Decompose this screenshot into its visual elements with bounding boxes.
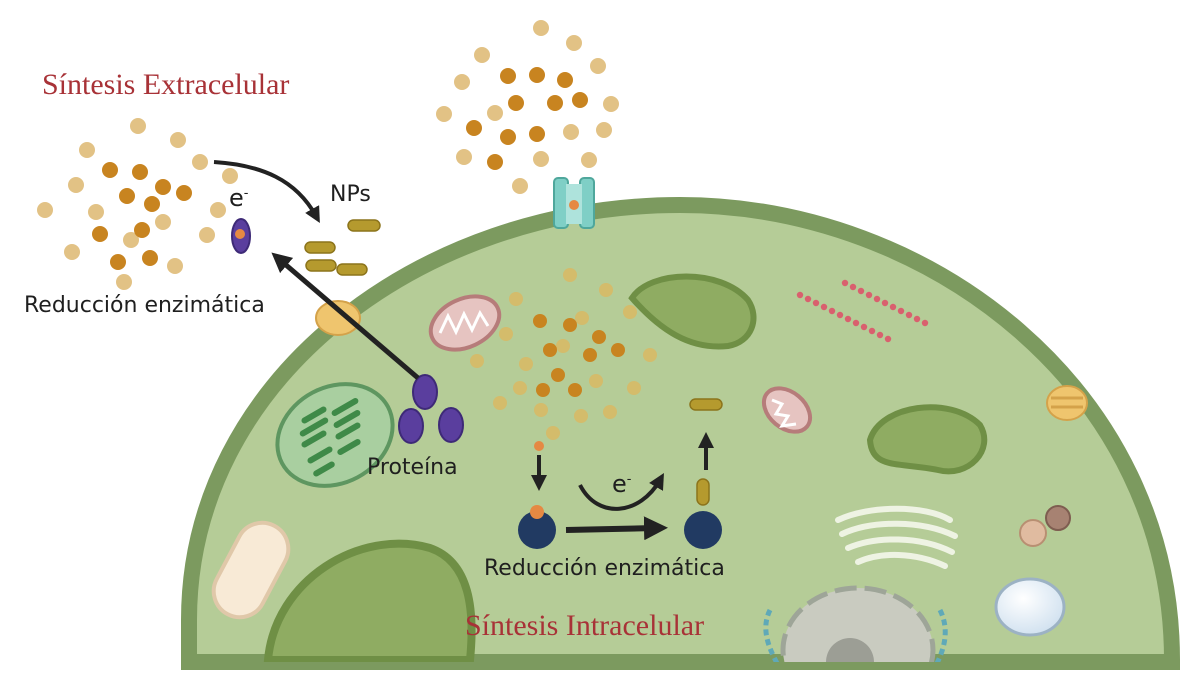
chloroplast-top	[628, 273, 757, 350]
extracellular-ions-top	[436, 20, 619, 194]
enzymatic-reduction-label-inside: Reducción enzimática	[484, 556, 725, 581]
vesicles	[1019, 505, 1071, 547]
membrane-channel-top	[553, 177, 595, 229]
extracellular-title: Síntesis Extracelular	[42, 68, 290, 101]
protein-label: Proteína	[367, 455, 458, 480]
arrow-to-nps	[213, 160, 320, 223]
membrane-channel-right	[1046, 385, 1088, 421]
electron-symbol: e	[229, 184, 244, 212]
nps-label: NPs	[330, 182, 371, 207]
mitochondrion-right	[761, 386, 813, 434]
electron-charge-inside: -	[626, 472, 632, 487]
intracellular-title: Síntesis Intracelular	[465, 609, 705, 642]
chloroplast-right	[866, 404, 988, 475]
electron-charge: -	[243, 186, 249, 201]
vacuole	[994, 577, 1066, 637]
nanoparticles-extracellular	[304, 219, 381, 276]
mitochondrion-left	[428, 294, 502, 352]
intracellular-scheme	[518, 398, 723, 549]
intracellular-ions	[470, 268, 657, 440]
membrane-channel-left	[315, 300, 361, 336]
enzymatic-reduction-label-outside: Reducción enzimática	[24, 293, 265, 318]
golgi-apparatus	[835, 505, 958, 569]
nucleus	[763, 585, 948, 662]
membrane-proteins	[398, 374, 464, 444]
ribosome-strands	[796, 279, 929, 343]
extracellular-enzyme	[231, 218, 251, 254]
chloroplast-bottom	[263, 539, 476, 662]
electron-label-inside: e-	[612, 470, 631, 498]
arrow-protein-to-enzyme	[271, 252, 420, 380]
extracellular-ions-left	[37, 118, 238, 290]
lipid-body	[211, 520, 291, 620]
electron-label-outside: e-	[229, 184, 248, 212]
thylakoid-chloroplast	[275, 382, 395, 488]
electron-symbol-inside: e	[612, 470, 627, 498]
